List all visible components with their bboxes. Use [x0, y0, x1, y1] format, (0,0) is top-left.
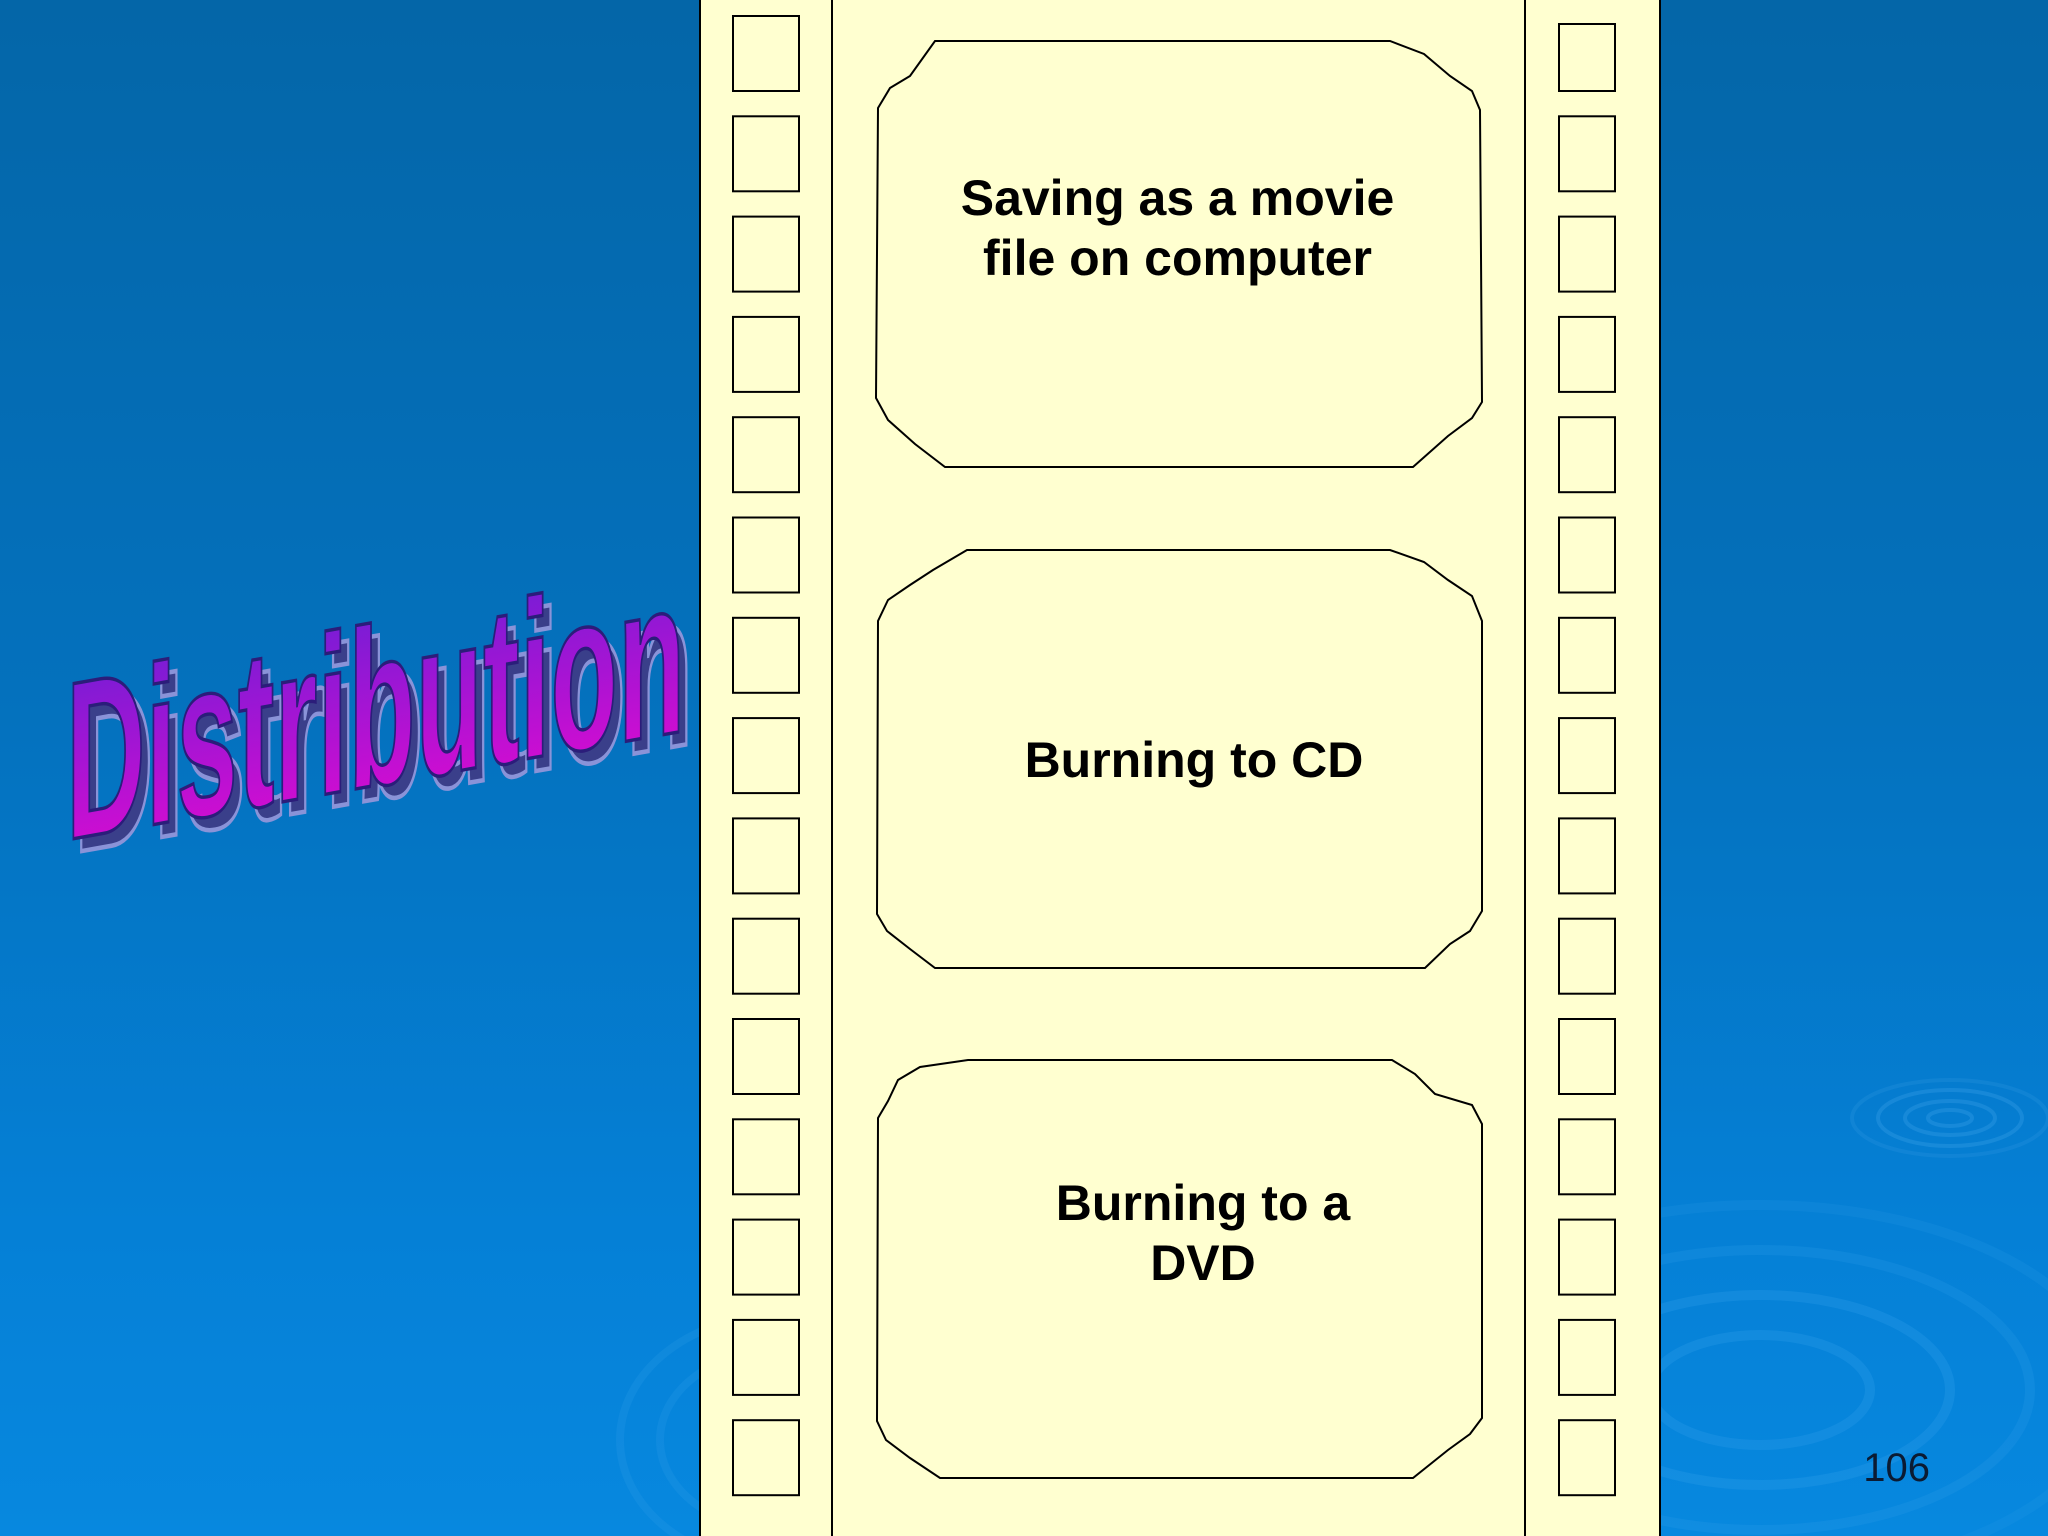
sprocket-hole: [732, 1218, 800, 1296]
sprocket-hole: [1558, 315, 1616, 393]
sprocket-hole: [732, 1318, 800, 1396]
sprocket-hole: [1558, 1018, 1616, 1095]
sprocket-hole: [732, 1018, 800, 1095]
sprocket-hole: [1558, 917, 1616, 995]
sprocket-hole: [1558, 1118, 1616, 1196]
sprocket-hole: [732, 616, 800, 694]
sprocket-hole: [1558, 817, 1616, 895]
sprocket-hole: [1558, 215, 1616, 293]
film-frame-3: [875, 1059, 1483, 1479]
sprocket-hole: [732, 516, 800, 594]
film-frame-1: [874, 40, 1484, 468]
sprocket-hole: [1558, 416, 1616, 494]
sprocket-hole: [1558, 516, 1616, 594]
sprocket-hole: [732, 416, 800, 494]
frame-1-text: Saving as a movie file on computer: [960, 170, 1395, 286]
sprocket-hole: [1558, 616, 1616, 694]
sprocket-hole: [732, 215, 800, 293]
sprocket-hole: [732, 315, 800, 393]
sprocket-hole: [732, 15, 800, 92]
sprocket-hole: [1558, 1218, 1616, 1296]
sprocket-hole: [732, 717, 800, 795]
sprocket-hole: [1558, 115, 1616, 193]
film-frame-2: [875, 549, 1483, 969]
sprocket-hole: [1558, 1419, 1616, 1497]
sprocket-hole: [732, 115, 800, 193]
frame-3-text: Burning to a DVD: [1055, 1175, 1351, 1291]
sprocket-hole: [1558, 1318, 1616, 1396]
sprocket-hole: [732, 917, 800, 995]
sprocket-hole: [732, 1118, 800, 1196]
sprocket-hole: [1558, 23, 1616, 92]
sprocket-hole: [732, 1419, 800, 1497]
sprocket-hole: [1558, 717, 1616, 795]
sprocket-hole: [732, 817, 800, 895]
slide-number: 106: [1863, 1446, 1930, 1490]
frame-2-text: Burning to CD: [1024, 732, 1364, 788]
